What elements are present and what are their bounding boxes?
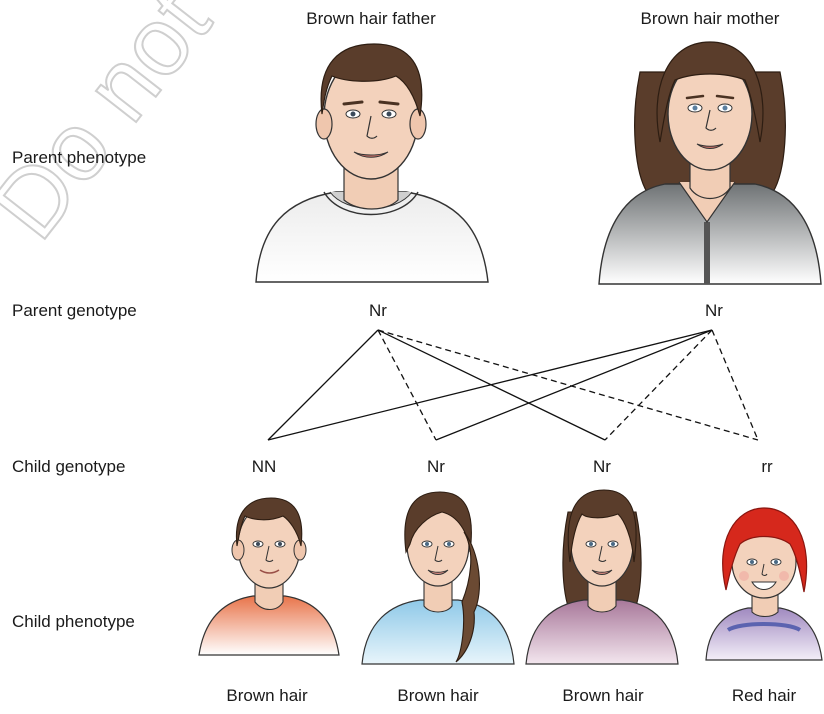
line-mother-to-nr-left [436, 330, 712, 440]
father-illustration [246, 32, 496, 287]
line-father-to-nr-left-dashed [378, 330, 436, 440]
line-father-to-nn [268, 330, 378, 440]
line-father-to-nr-right [378, 330, 605, 440]
line-father-to-rr-dashed [378, 330, 758, 440]
line-mother-to-rr-dashed [712, 330, 758, 440]
mother-illustration [595, 32, 824, 287]
line-mother-to-nr-right-dashed [605, 330, 712, 440]
child-2-illustration [358, 482, 518, 672]
child-1-illustration [193, 490, 343, 670]
line-mother-to-nn [268, 330, 712, 440]
child-3-illustration [522, 482, 682, 672]
child-4-illustration [700, 500, 824, 670]
